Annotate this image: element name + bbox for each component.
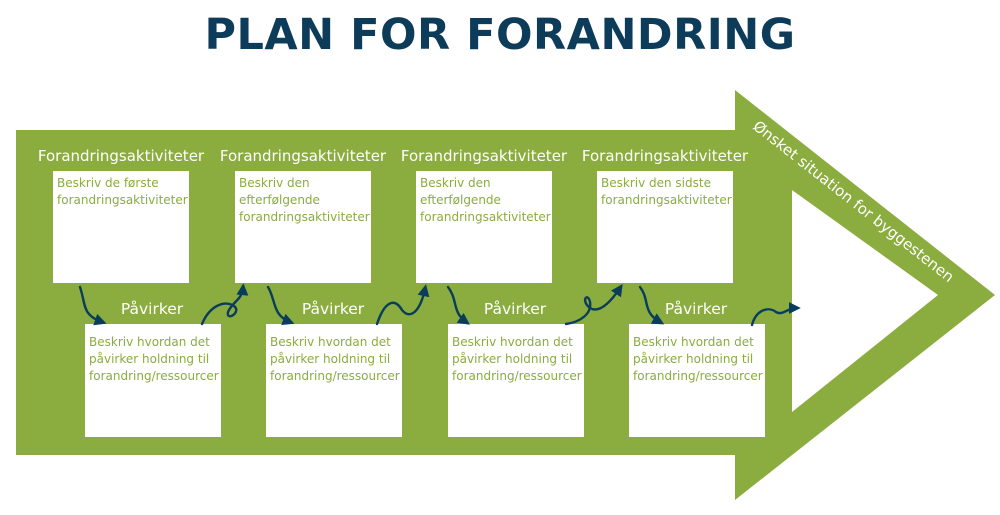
impact-header: Påvirker (484, 300, 547, 318)
connector-arrow-up-3 (564, 284, 623, 326)
impact-text-line: Beskriv hvordan det (89, 335, 210, 349)
activity-text-line: efterfølgende (239, 193, 320, 207)
connectors (78, 283, 801, 327)
activity-box[interactable] (235, 171, 371, 283)
connector-arrow-down-2 (266, 285, 295, 325)
activity-text-line: forandringsaktiviteter (420, 210, 551, 224)
activity-text-line: forandringsaktiviteter (239, 210, 370, 224)
activity-text-line: Beskriv den (239, 176, 310, 190)
activity-text-line: forandringsaktiviteter (57, 193, 188, 207)
impact-text-line: forandring/ressourcer (89, 369, 219, 383)
activity-text-line: Beskriv den (420, 176, 491, 190)
page-title: PLAN FOR FORANDRING (204, 10, 796, 60)
impact-header: Påvirker (121, 300, 184, 318)
impact-text-line: Beskriv hvordan det (270, 335, 391, 349)
impact-box[interactable] (629, 324, 765, 437)
activity-box[interactable] (416, 171, 552, 283)
impact-text-line: forandring/ressourcer (633, 369, 763, 383)
activity-header: Forandringsaktiviteter (38, 147, 205, 165)
connector-arrow-goal (750, 302, 801, 327)
impact-text-line: påvirker holdning til (270, 352, 390, 366)
impact-header: Påvirker (665, 300, 728, 318)
activity-text-line: efterfølgende (420, 193, 501, 207)
impact-box[interactable] (266, 324, 402, 437)
activity-box[interactable] (597, 171, 733, 283)
activity-header: Forandringsaktiviteter (582, 147, 749, 165)
impact-text-line: påvirker holdning til (633, 352, 753, 366)
activity-text-line: Beskriv den sidste (601, 176, 711, 190)
activity-box[interactable] (53, 171, 189, 283)
connector-arrow-down-4 (638, 285, 665, 325)
activity-header: Forandringsaktiviteter (220, 147, 387, 165)
impact-box[interactable] (448, 324, 584, 437)
activity-text-line: forandringsaktiviteter (601, 193, 732, 207)
activity-text-line: Beskriv de første (57, 176, 159, 190)
impact-box[interactable] (85, 324, 221, 437)
impact-text-line: Beskriv hvordan det (633, 335, 754, 349)
impact-text-line: påvirker holdning til (452, 352, 572, 366)
impact-header: Påvirker (302, 300, 365, 318)
connector-arrow-up-2 (375, 284, 430, 326)
arrowhead-inner-cutout (792, 190, 938, 412)
impact-text-line: påvirker holdning til (89, 352, 209, 366)
connector-arrow-down-1 (78, 285, 107, 326)
connector-arrow-down-3 (446, 285, 470, 325)
activity-header: Forandringsaktiviteter (401, 147, 568, 165)
impact-text-line: forandring/ressourcer (270, 369, 400, 383)
connector-arrow-up-1 (200, 283, 249, 326)
impact-text-line: Beskriv hvordan det (452, 335, 573, 349)
impact-text-line: forandring/ressourcer (452, 369, 582, 383)
